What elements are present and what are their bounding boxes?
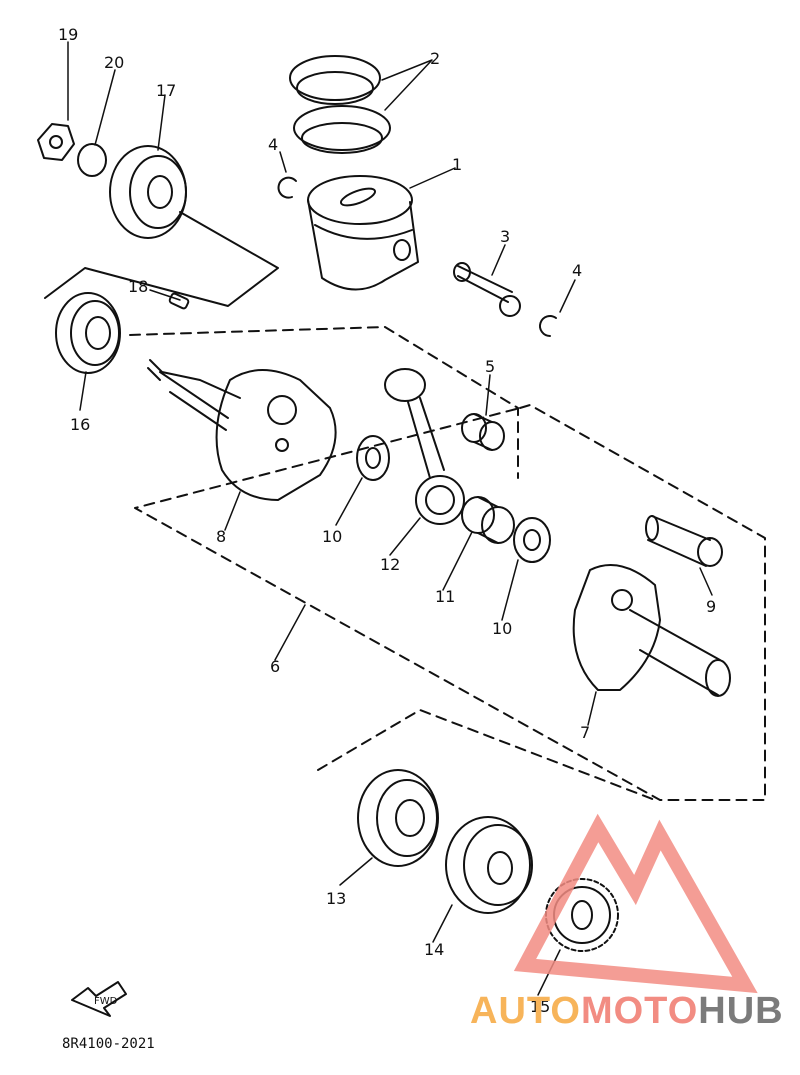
callout-1: 1	[452, 155, 462, 174]
callout-15: 15	[530, 997, 550, 1016]
small-end-bearing	[461, 413, 505, 451]
big-end-bearing	[461, 496, 515, 544]
diagram-code: 8R4100-2021	[62, 1036, 155, 1052]
callout-18: 18	[128, 277, 148, 296]
assembly-outline-crankshaft	[129, 326, 766, 801]
callout-10-right: 10	[492, 619, 512, 638]
callout-3: 3	[500, 227, 510, 246]
nut-hole	[49, 135, 63, 149]
connecting-rod	[384, 368, 465, 525]
watermark-moto: MOTO	[580, 990, 699, 1032]
leader-lines	[67, 41, 713, 996]
callout-labels: 1 2 3 4 4 5 6 7 8 9 10 10 11 12 13 14 15…	[58, 25, 716, 1016]
assembly-outline-upper	[44, 211, 279, 307]
thrust-washer-left	[356, 435, 390, 481]
circlip-right	[539, 315, 557, 337]
crank-pin	[645, 515, 723, 567]
callout-4-left: 4	[268, 135, 278, 154]
assembly-outline-lower	[317, 709, 656, 801]
callout-7: 7	[580, 723, 590, 742]
callout-6: 6	[270, 657, 280, 676]
nut	[37, 123, 75, 161]
watermark-logo-triangle	[513, 813, 758, 994]
bearing-16	[55, 292, 121, 374]
oil-seal-14	[445, 816, 533, 914]
callout-9: 9	[706, 597, 716, 616]
callout-13: 13	[326, 889, 346, 908]
callout-5: 5	[485, 357, 495, 376]
callout-19: 19	[58, 25, 78, 44]
callout-12: 12	[380, 555, 400, 574]
callout-4-right: 4	[572, 261, 582, 280]
callout-11: 11	[435, 587, 455, 606]
watermark-auto: AUTO	[470, 990, 581, 1032]
lock-washer	[77, 143, 107, 177]
callout-10-left: 10	[322, 527, 342, 546]
circlip-left	[277, 176, 297, 199]
crankshaft-right	[572, 564, 731, 697]
callout-16: 16	[70, 415, 90, 434]
fwd-label: FWD	[94, 996, 118, 1007]
watermark-logo-text: AUTOMOTOHUB	[470, 990, 784, 1033]
callout-2: 2	[430, 49, 440, 68]
callout-20: 20	[104, 53, 124, 72]
fwd-arrow	[71, 981, 127, 1017]
callout-17: 17	[156, 81, 176, 100]
bearing-13	[357, 769, 439, 867]
thrust-washer-right	[513, 517, 551, 563]
oil-seal-17	[109, 145, 187, 239]
watermark-hub: HUB	[698, 990, 784, 1032]
piston	[307, 175, 419, 291]
callout-14: 14	[424, 940, 444, 959]
piston-rings	[289, 55, 391, 154]
piston-pin	[453, 262, 521, 317]
callout-8: 8	[216, 527, 226, 546]
crankshaft-left	[147, 359, 337, 501]
